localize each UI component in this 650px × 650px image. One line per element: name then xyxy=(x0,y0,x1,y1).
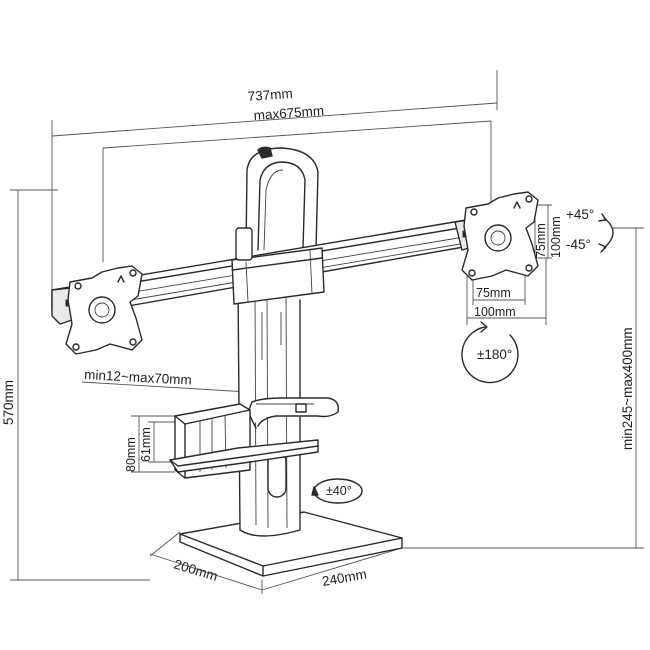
label-vesa-h-large: 100mm xyxy=(549,216,563,258)
dimension-vesa-right xyxy=(466,204,552,325)
label-max-width: max675mm xyxy=(253,103,324,123)
label-vesa-v-large: 100mm xyxy=(474,305,516,319)
right-vesa-plate xyxy=(461,191,539,281)
label-tilt-up: +45° xyxy=(566,207,594,222)
label-holder-inner: 61mm xyxy=(139,427,153,462)
rotate-180-icon xyxy=(461,321,519,384)
label-total-height: 570mm xyxy=(1,380,16,425)
center-clamp xyxy=(231,227,325,305)
tilt-arrow xyxy=(598,213,614,253)
label-base-depth: 200mm xyxy=(172,557,219,585)
label-rotate: ±180° xyxy=(477,347,512,362)
label-swivel: ±40° xyxy=(326,484,352,498)
dimension-overall-width xyxy=(51,70,498,292)
swivel-icon xyxy=(311,478,363,504)
label-overall-width: 737mm xyxy=(247,86,293,104)
label-clamp-range: min12~max70mm xyxy=(84,367,192,388)
dimension-total-height xyxy=(10,189,150,581)
device-holder xyxy=(169,403,319,479)
label-tilt-down: -45° xyxy=(566,237,591,252)
label-height-range: min245~max400mm xyxy=(620,327,635,450)
dimension-height-range xyxy=(402,227,644,549)
base-plate xyxy=(179,511,403,577)
label-vesa-h-small: 75mm xyxy=(534,223,548,258)
dimension-holder xyxy=(131,415,175,473)
left-vesa-plate xyxy=(65,265,143,355)
dimension-base xyxy=(149,531,403,594)
handle xyxy=(245,146,319,251)
label-holder-outer: 80mm xyxy=(124,437,138,472)
dimension-max-width xyxy=(102,120,492,262)
label-vesa-v-small: 75mm xyxy=(476,286,511,300)
